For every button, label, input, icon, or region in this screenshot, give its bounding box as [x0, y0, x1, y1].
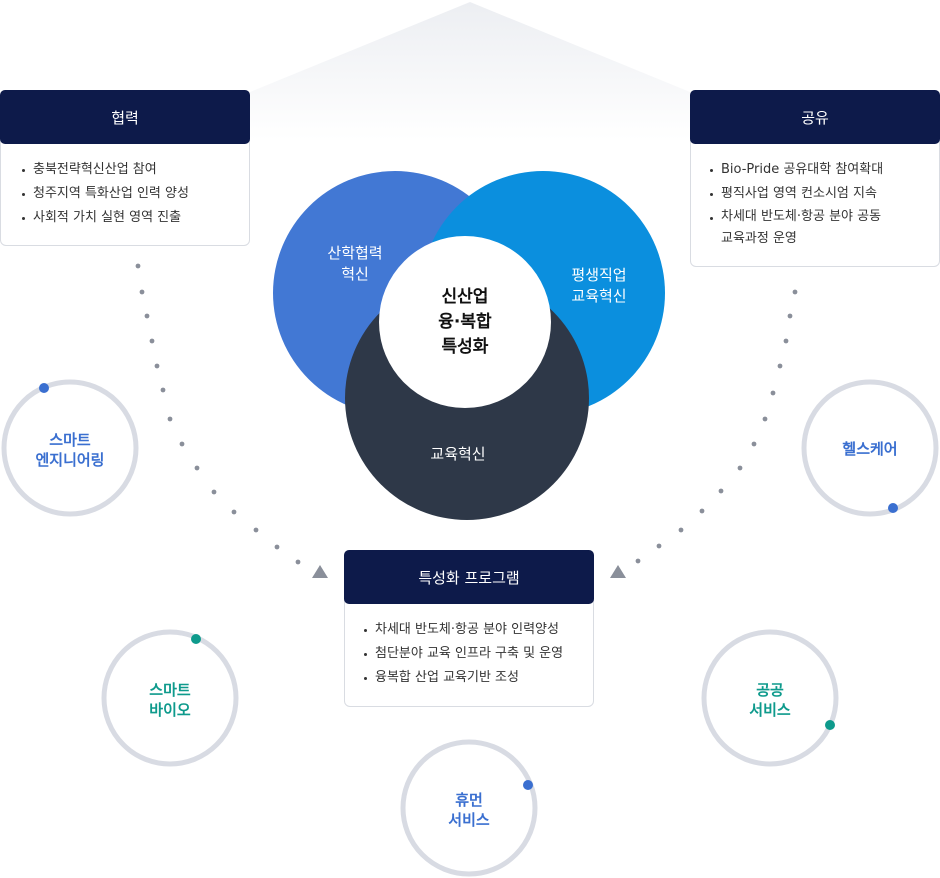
venn-label-industry: 산학협력 혁신 — [327, 244, 383, 283]
list-item: 평직사업 영역 컨소시엄 지속 — [709, 182, 935, 206]
ring-smart-bio — [101, 629, 239, 767]
list-item: 청주지역 특화산업 인력 양성 — [21, 182, 189, 206]
list-item: 차세대 반도체·항공 분야 인력양성 — [363, 618, 563, 642]
list-item: 사회적 가치 실현 영역 진출 — [21, 206, 189, 230]
collaboration-list: 충북전략혁신산업 참여 청주지역 특화산업 인력 양성 사회적 가치 실현 영역… — [21, 158, 189, 230]
ring-dot-healthcare — [888, 503, 898, 513]
dotted-path-left — [135, 263, 301, 565]
field-healthcare: 헬스케어 — [842, 440, 898, 458]
venn-label-center: 신산업 융·복합 특성화 — [438, 287, 492, 357]
field-smart-engineering: 스마트 엔지니어링 — [35, 431, 105, 469]
arrow-right-icon — [610, 565, 626, 578]
field-human-service: 휴먼 서비스 — [448, 791, 490, 829]
collaboration-title: 협력 — [0, 90, 250, 144]
program-title: 특성화 프로그램 — [344, 550, 594, 604]
dotted-path-right — [635, 289, 798, 564]
list-item: 첨단분야 교육 인프라 구축 및 운영 — [363, 642, 563, 666]
ring-healthcare — [801, 379, 939, 517]
ring-dot-smart-bio — [191, 634, 201, 644]
venn-circle-center — [379, 236, 551, 408]
venn-label-education: 교육혁신 — [430, 445, 486, 463]
sharing-list: Bio-Pride 공유대학 참여확대 평직사업 영역 컨소시엄 지속 차세대 … — [709, 158, 935, 250]
arrow-left-icon — [312, 565, 328, 578]
field-smart-bio: 스마트 바이오 — [149, 681, 191, 719]
venn-label-lifelong: 평생직업 교육혁신 — [571, 266, 627, 305]
sharing-title: 공유 — [690, 90, 940, 144]
roof-shape — [250, 2, 690, 140]
ring-public-service — [701, 629, 839, 767]
program-box: 특성화 프로그램 차세대 반도체·항공 분야 인력양성 첨단분야 교육 인프라 … — [344, 550, 594, 707]
field-public-service: 공공 서비스 — [749, 681, 791, 719]
program-list: 차세대 반도체·항공 분야 인력양성 첨단분야 교육 인프라 구축 및 운영 융… — [363, 618, 563, 690]
ring-dot-human-service — [523, 780, 533, 790]
list-item: 충북전략혁신산업 참여 — [21, 158, 189, 182]
ring-dot-public-service — [825, 720, 835, 730]
ring-smart-engineering — [1, 379, 139, 517]
sharing-box: 공유 Bio-Pride 공유대학 참여확대 평직사업 영역 컨소시엄 지속 차… — [690, 90, 940, 267]
list-item: 차세대 반도체·항공 분야 공동 교육과정 운영 — [709, 206, 935, 250]
list-item: 융복합 산업 교육기반 조성 — [363, 666, 563, 690]
collaboration-box: 협력 충북전략혁신산업 참여 청주지역 특화산업 인력 양성 사회적 가치 실현… — [0, 90, 250, 246]
list-item: Bio-Pride 공유대학 참여확대 — [709, 158, 935, 182]
ring-human-service — [400, 739, 538, 877]
ring-dot-smart-engineering — [39, 383, 49, 393]
